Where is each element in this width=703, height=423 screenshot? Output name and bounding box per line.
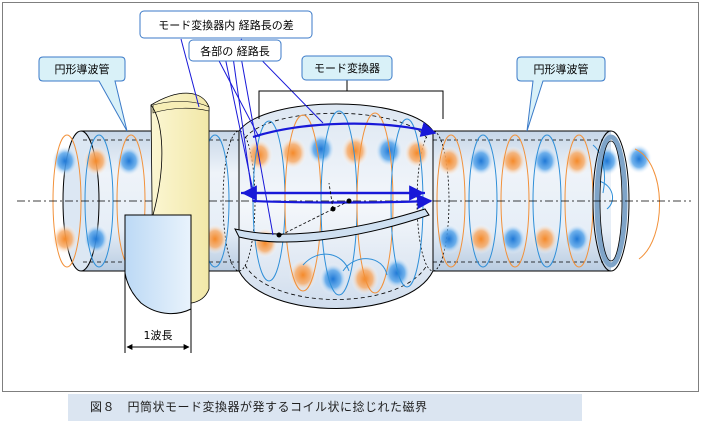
svg-text:1波長: 1波長 [144, 329, 173, 342]
callout-left-waveguide: 円形導波管 [38, 56, 128, 132]
svg-text:円形導波管: 円形導波管 [55, 62, 110, 76]
path-length-arrows [241, 121, 437, 210]
svg-text:円形導波管: 円形導波管 [534, 62, 589, 76]
wavelength-label: 1波長 [144, 329, 173, 342]
mode-converter-diagram: モード変換器内 経路長の差 各部の 経路長 モード変換器 円形導波管 円形導波管… [17, 10, 691, 353]
figure-frame: モード変換器内 経路長の差 各部の 経路長 モード変換器 円形導波管 円形導波管… [2, 2, 699, 392]
svg-text:モード変換器内 経路長の差: モード変換器内 経路長の差 [158, 18, 294, 32]
svg-text:各部の 経路長: 各部の 経路長 [200, 44, 270, 58]
twisted-inner-plate [234, 182, 430, 243]
callout-path-lengths: 各部の 経路長 [188, 39, 282, 62]
callout-right-waveguide: 円形導波管 [516, 56, 606, 132]
mode-converter-bracket [258, 79, 444, 119]
wavelength-sheet [124, 92, 210, 353]
callout-path-difference: モード変換器内 経路長の差 [139, 10, 313, 39]
svg-text:モード変換器: モード変換器 [314, 61, 380, 75]
callout-mode-converter: モード変換器 [301, 55, 393, 81]
figure-caption: 図８ 円筒状モード変換器が発するコイル状に捻じれた磁界 [68, 394, 582, 421]
